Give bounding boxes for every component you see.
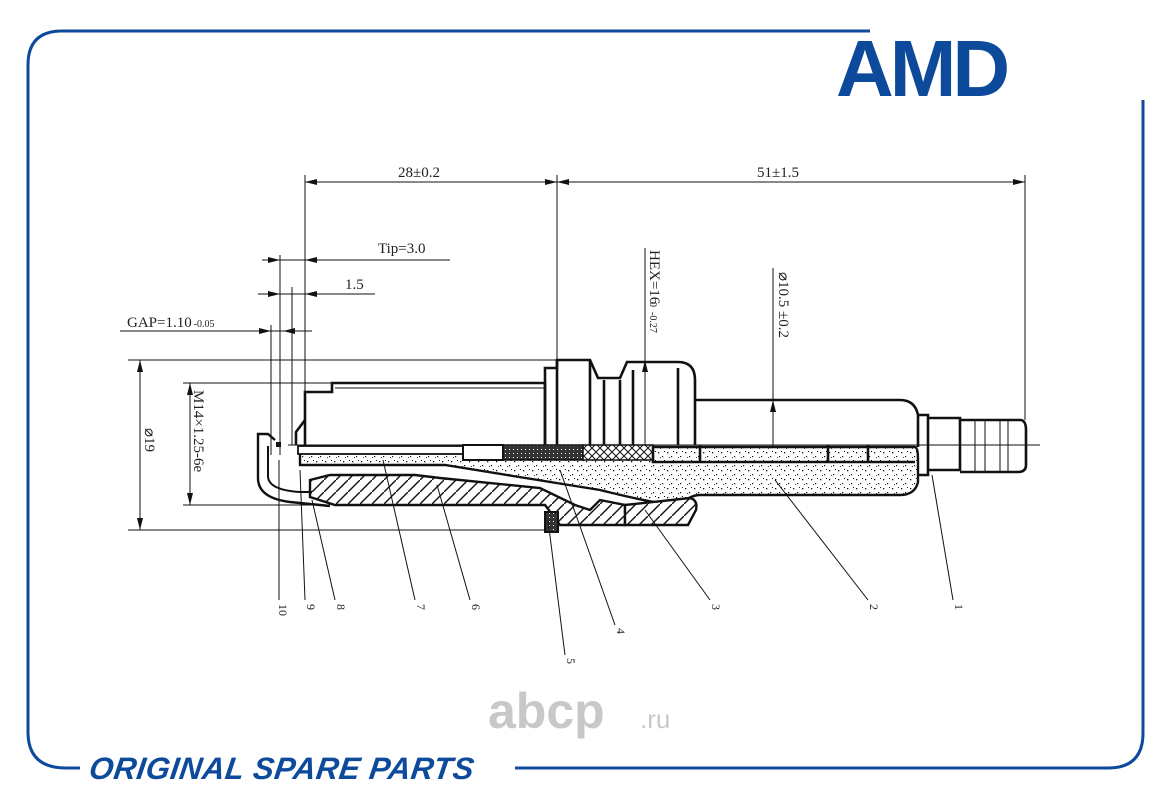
dim-hex-tol-lower: -0.27 <box>647 312 658 333</box>
watermark-logo: abcp <box>488 683 605 739</box>
amd-logo: AMD <box>836 24 1007 113</box>
dim-seat-diameter: ⌀19 <box>141 428 157 452</box>
part-number-2: 2 <box>867 604 881 610</box>
part-number-5: 5 <box>564 658 578 664</box>
dim-rear-length: 51±1.5 <box>757 165 799 181</box>
part-number-10: 10 <box>276 604 290 616</box>
dim-gap: GAP=1.10-0.05 <box>127 315 215 331</box>
dim-hex: HEX=16 <box>646 250 662 305</box>
dim-thread: M14×1.25-6e <box>190 390 206 473</box>
watermark-suffix: .ru <box>640 704 670 734</box>
part-number-4: 4 <box>614 628 628 634</box>
dim-electrode-offset: 1.5 <box>345 277 364 293</box>
dim-insulator-diameter: ⌀10.5 ±0.2 <box>775 272 791 338</box>
part-number-7: 7 <box>414 604 428 610</box>
callout-leaders <box>278 459 954 656</box>
part-number-3: 3 <box>709 604 723 610</box>
part-number-6: 6 <box>469 604 483 610</box>
part-number-8: 8 <box>334 604 348 610</box>
part-numbers: 10 9 8 7 6 5 4 3 2 1 <box>276 604 966 664</box>
footer-original-spare-parts: ORIGINAL SPARE PARTS <box>87 751 477 786</box>
dim-hex-tol-upper: 0 <box>647 302 658 307</box>
part-number-1: 1 <box>952 604 966 610</box>
part-number-9: 9 <box>304 604 318 610</box>
frame-border <box>26 29 1145 770</box>
dim-front-length: 28±0.2 <box>398 165 440 181</box>
spark-plug-body <box>256 358 1028 533</box>
dim-tip: Tip=3.0 <box>378 241 426 257</box>
